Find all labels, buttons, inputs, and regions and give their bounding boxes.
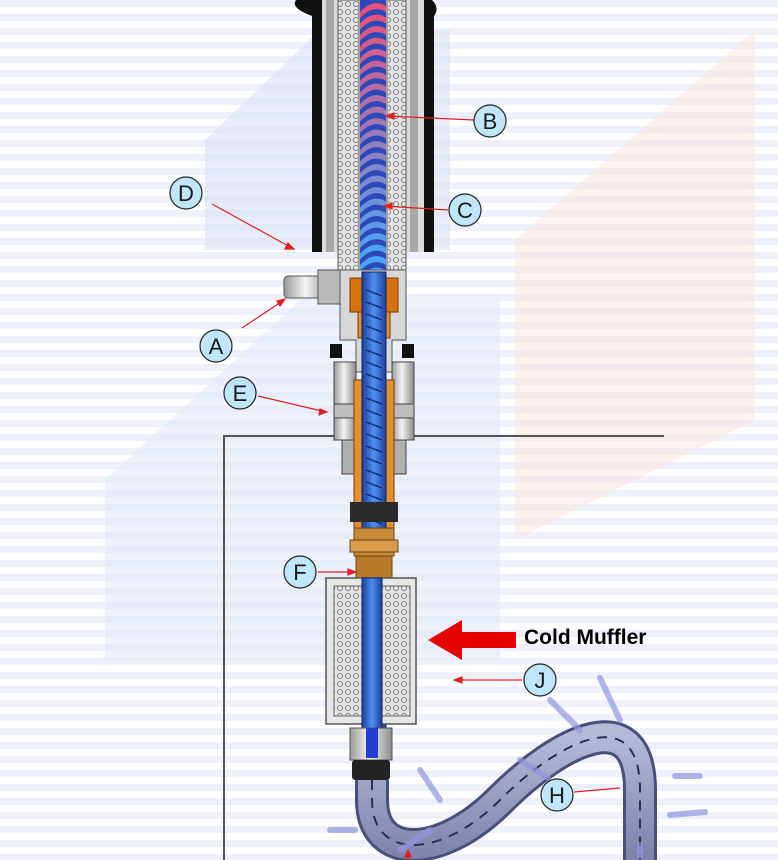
svg-text:C: C [457,198,473,223]
callout-h: H [540,778,574,812]
coil-turn [360,83,386,99]
tube-winding [365,313,383,321]
coil-turn [360,3,386,18]
tube-winding [365,409,383,417]
hose-connector [349,727,393,780]
tube-winding [365,469,383,477]
svg-text:D: D [178,181,194,206]
tube-winding [365,433,383,441]
tube-winding [365,421,383,429]
svg-text:A: A [209,334,224,359]
coil-turn [360,72,386,87]
coil-turn [360,164,386,179]
cold-muffler-arrow [428,620,516,660]
svg-text:E: E [233,381,248,406]
coil-turn [360,187,386,202]
tube-winding [365,481,383,489]
callout-b: B [473,104,507,138]
tube-winding [365,349,383,357]
coil-turn [360,26,386,41]
coil-turn [360,106,386,122]
svg-text:F: F [293,560,306,585]
coil-turn [360,37,386,53]
tube-winding [365,325,383,333]
tube-winding [365,397,383,405]
callout-d: D [169,176,203,210]
coil-turn [360,221,386,237]
coil-turn [360,175,386,191]
tube-winding [365,301,383,309]
panel-outline [223,435,664,860]
tube-winding [365,361,383,369]
coil-turn [360,233,386,248]
callout-e: E [223,376,257,410]
coil-turn [360,60,386,76]
flexible-hose [355,720,657,860]
svg-text:B: B [483,109,498,134]
cold-muffler-label: Cold Muffler [524,626,646,649]
callout-c: C [448,193,482,227]
tube-winding [365,493,383,501]
coil-turn [360,14,386,30]
coil-turn [360,118,386,133]
coil-turn [360,49,386,64]
coil-turn [360,95,386,110]
svg-text:J: J [535,668,546,693]
bronze-fitting [349,527,399,579]
callout-f: F [283,555,317,589]
coil-turn [360,210,386,225]
tube-winding [365,457,383,465]
muffler-block [325,577,417,733]
coil-turn [360,129,386,145]
coil-turn [360,256,386,271]
tube-winding [365,373,383,381]
tube-winding [365,337,383,345]
coil-turn [360,152,386,168]
svg-text:H: H [549,783,565,808]
tube-winding [365,289,383,297]
coil-turn [360,198,386,214]
tube-winding [365,445,383,453]
callout-a: A [199,329,233,363]
leader-lines [211,112,621,860]
tube-winding [365,385,383,393]
helix-coil [360,0,386,283]
coil-turn [360,244,386,260]
side-port [283,269,341,305]
frost-rays [327,675,708,859]
coil-turn [360,141,386,156]
callout-j: J [523,663,557,697]
